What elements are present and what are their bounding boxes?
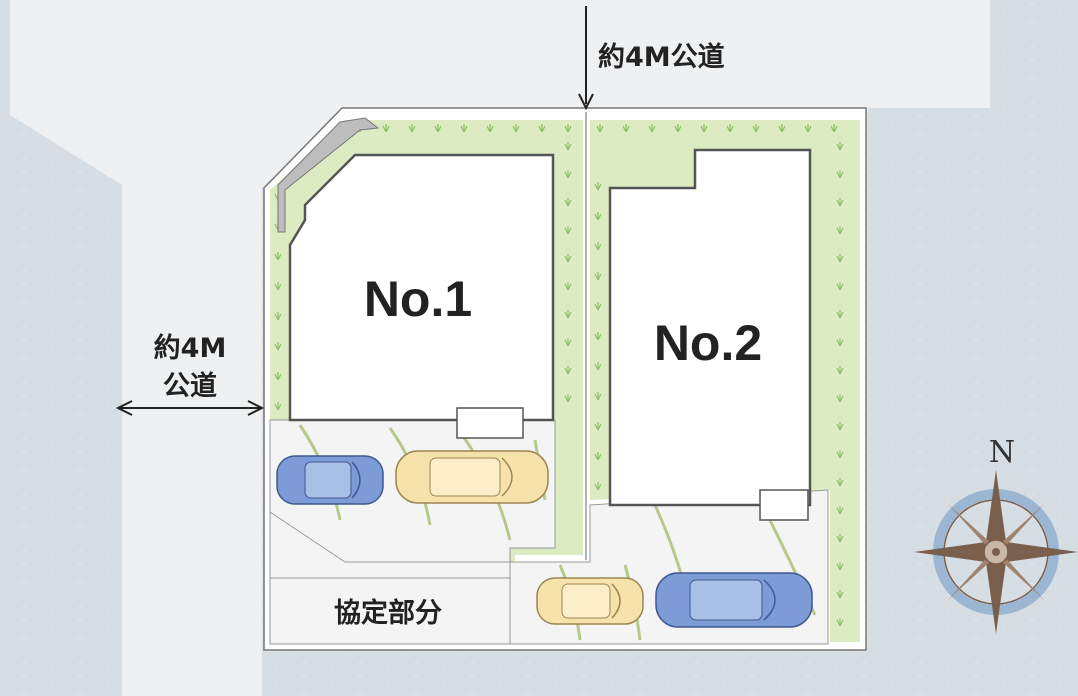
grass-tuft xyxy=(274,252,282,261)
west-road-label-line1: 約4M xyxy=(154,332,227,364)
west-road-arrow xyxy=(115,400,265,416)
grass-tuft xyxy=(434,124,442,133)
grass-tuft xyxy=(778,124,786,133)
shared-area-label: 協定部分 xyxy=(334,597,442,629)
grass-tuft xyxy=(830,124,838,133)
grass-tuft xyxy=(274,312,282,321)
car-blue-lot1 xyxy=(276,455,384,505)
building-lot2 xyxy=(608,148,812,507)
grass-tuft xyxy=(836,394,844,403)
grass-tuft xyxy=(564,142,572,151)
grass-tuft xyxy=(594,422,602,431)
grass-tuft xyxy=(564,394,572,403)
car-yellow-lot2 xyxy=(536,577,644,625)
grass-tuft xyxy=(594,362,602,371)
grass-tuft xyxy=(460,124,468,133)
grass-tuft xyxy=(596,124,604,133)
entrance-porch-lot1 xyxy=(456,407,524,439)
building-lot1 xyxy=(288,153,555,422)
car-blue-lot2 xyxy=(655,572,813,628)
compass-north-letter: N xyxy=(989,435,1015,470)
grass-tuft xyxy=(648,124,656,133)
grass-tuft xyxy=(836,422,844,431)
grass-tuft xyxy=(836,282,844,291)
lot2-label: No.2 xyxy=(654,315,762,371)
grass-tuft xyxy=(538,124,546,133)
grass-tuft xyxy=(564,282,572,291)
grass-tuft xyxy=(564,170,572,179)
grass-tuft xyxy=(836,590,844,599)
west-road-label-line2: 公道 xyxy=(163,370,217,402)
grass-tuft xyxy=(836,562,844,571)
north-road-arrow xyxy=(578,6,594,111)
grass-tuft xyxy=(564,124,572,133)
grass-tuft xyxy=(564,198,572,207)
grass-tuft xyxy=(274,372,282,381)
grass-tuft xyxy=(726,124,734,133)
grass-tuft xyxy=(564,254,572,263)
grass-tuft xyxy=(752,124,760,133)
grass-tuft xyxy=(836,450,844,459)
grass-tuft xyxy=(274,282,282,291)
grass-tuft xyxy=(408,124,416,133)
grass-tuft xyxy=(594,272,602,281)
grass-tuft xyxy=(700,124,708,133)
grass-tuft xyxy=(836,338,844,347)
grass-tuft xyxy=(836,618,844,627)
grass-tuft xyxy=(836,254,844,263)
grass-tuft xyxy=(594,482,602,491)
entrance-porch-lot2 xyxy=(759,489,809,521)
grass-tuft xyxy=(836,310,844,319)
grass-tuft xyxy=(274,342,282,351)
compass-rose-icon xyxy=(914,470,1078,634)
grass-tufts xyxy=(274,124,844,627)
roads xyxy=(10,0,990,696)
grass-tuft xyxy=(622,124,630,133)
grass-tuft xyxy=(564,338,572,347)
grass-tuft xyxy=(836,478,844,487)
grass-tuft xyxy=(836,142,844,151)
grass-tuft xyxy=(274,402,282,411)
grass-tuft xyxy=(382,124,390,133)
grass-tuft xyxy=(594,242,602,251)
grass-tuft xyxy=(486,124,494,133)
grass-tuft xyxy=(512,124,520,133)
grass-tuft xyxy=(564,226,572,235)
grass-tuft xyxy=(836,170,844,179)
grass-tuft xyxy=(594,212,602,221)
grass-tuft xyxy=(674,124,682,133)
road-surface xyxy=(10,0,990,696)
north-road-label: 約4M公道 xyxy=(598,41,725,73)
shared-area xyxy=(269,577,511,645)
grass-tuft xyxy=(594,302,602,311)
lot1-label: No.1 xyxy=(364,271,472,327)
grass-tuft xyxy=(836,226,844,235)
grass-tuft xyxy=(836,506,844,515)
grass-tuft xyxy=(594,332,602,341)
grass-tuft xyxy=(836,198,844,207)
grass-tuft xyxy=(564,310,572,319)
grass-tuft xyxy=(804,124,812,133)
corner-fence xyxy=(277,117,380,233)
grass-tuft xyxy=(836,366,844,375)
grass-tuft xyxy=(564,366,572,375)
grass-tuft xyxy=(594,182,602,191)
grass-tuft xyxy=(594,452,602,461)
car-yellow-lot1 xyxy=(395,450,549,504)
grass-tuft xyxy=(836,534,844,543)
grass-tuft xyxy=(594,392,602,401)
